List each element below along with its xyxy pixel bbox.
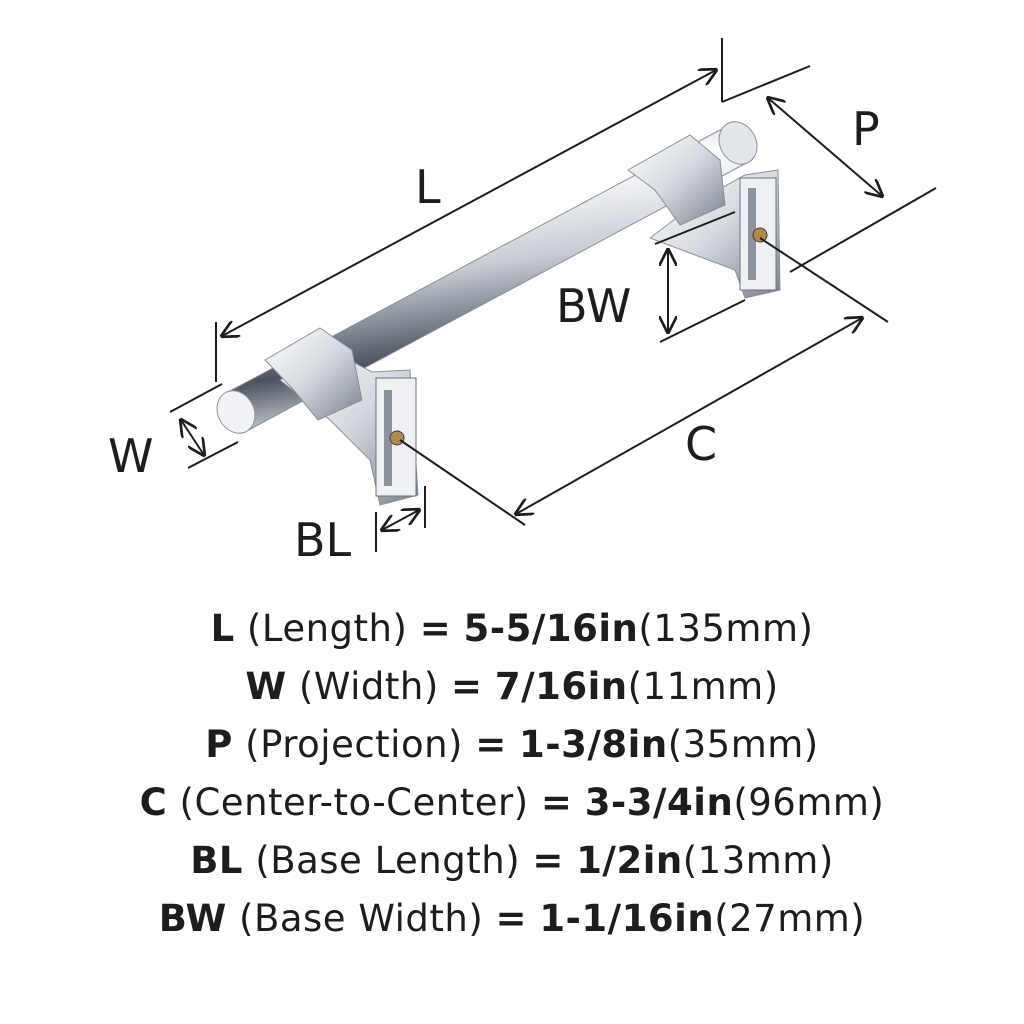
spec-center-to-center: C (Center-to-Center) = 3-3/4in(96mm) — [0, 774, 1024, 832]
dimension-P — [721, 65, 937, 273]
dimension-C — [399, 237, 889, 526]
spec-imperial: 1-1/16in — [539, 897, 715, 940]
right-end-cap — [718, 121, 758, 165]
spec-metric: (135mm) — [638, 607, 814, 650]
spec-name: (Width) — [298, 665, 439, 708]
spec-metric: (13mm) — [682, 839, 834, 882]
spec-letter: P — [205, 723, 233, 766]
dimension-BL — [375, 486, 426, 552]
label-C: C — [685, 417, 717, 471]
spec-name: (Base Width) — [239, 897, 484, 940]
spec-eq: = — [540, 781, 573, 824]
spec-letter: W — [245, 665, 287, 708]
spec-eq: = — [532, 839, 564, 882]
spec-letter: BL — [190, 839, 244, 882]
spec-name: (Length) — [246, 607, 408, 650]
spec-eq: = — [475, 723, 507, 766]
label-P: P — [852, 102, 880, 156]
label-BW: BW — [556, 279, 631, 333]
left-base — [264, 327, 419, 506]
spec-letter: BW — [158, 897, 227, 940]
spec-letter: L — [210, 607, 235, 650]
handle-dimension-diagram: L P BW C W BL — [108, 38, 937, 567]
spec-metric: (96mm) — [733, 781, 885, 824]
spec-imperial: 5-5/16in — [463, 607, 639, 650]
spec-imperial: 3-3/4in — [584, 781, 734, 824]
specification-list: L (Length) = 5-5/16in(135mm) W (Width) =… — [0, 600, 1024, 948]
spec-length: L (Length) = 5-5/16in(135mm) — [0, 600, 1024, 658]
spec-name: (Base Length) — [255, 839, 521, 882]
spec-base-length: BL (Base Length) = 1/2in(13mm) — [0, 832, 1024, 890]
label-BL: BL — [294, 513, 352, 567]
spec-width: W (Width) = 7/16in(11mm) — [0, 658, 1024, 716]
spec-imperial: 7/16in — [494, 665, 628, 708]
spec-projection: P (Projection) = 1-3/8in(35mm) — [0, 716, 1024, 774]
spec-metric: (35mm) — [667, 723, 819, 766]
left-end-cap — [216, 390, 256, 434]
spec-base-width: BW (Base Width) = 1-1/16in(27mm) — [0, 890, 1024, 948]
spec-imperial: 1-3/8in — [519, 723, 668, 766]
spec-letter: C — [139, 781, 168, 824]
label-W: W — [108, 429, 153, 483]
spec-eq: = — [419, 607, 452, 650]
label-L: L — [415, 160, 441, 214]
dimension-W — [169, 383, 239, 469]
spec-name: (Center-to-Center) — [179, 781, 529, 824]
spec-metric: (11mm) — [627, 665, 779, 708]
spec-eq: = — [495, 897, 528, 940]
spec-eq: = — [451, 665, 483, 708]
spec-imperial: 1/2in — [576, 839, 683, 882]
dimension-L — [215, 38, 723, 382]
spec-metric: (27mm) — [714, 897, 866, 940]
spec-name: (Projection) — [245, 723, 463, 766]
